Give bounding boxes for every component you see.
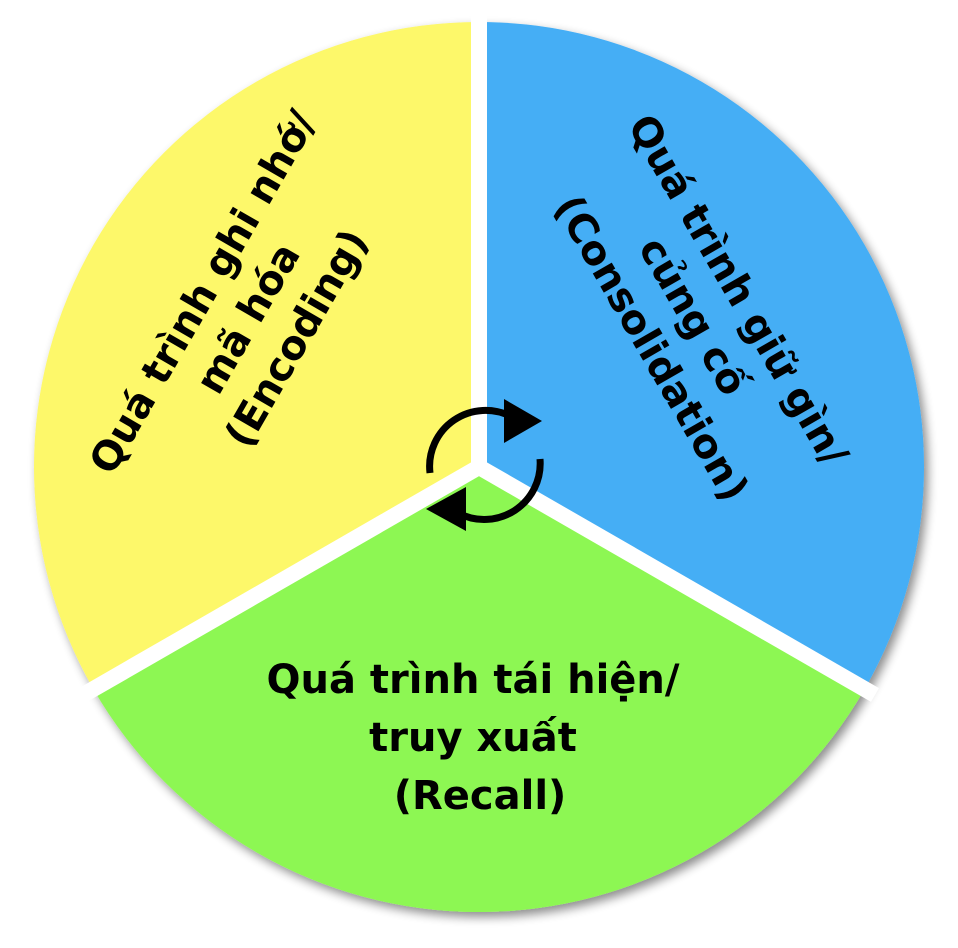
recall-line-3: (Recall)	[394, 773, 567, 819]
recall-line-2: truy xuất	[369, 715, 577, 761]
recall-line-1: Quá trình tái hiện/	[267, 657, 680, 703]
refresh-cycle-icon	[426, 399, 544, 531]
recall-label: Quá trình tái hiện/ truy xuất (Recall)	[267, 657, 694, 819]
segment-dividers	[79, 10, 879, 702]
